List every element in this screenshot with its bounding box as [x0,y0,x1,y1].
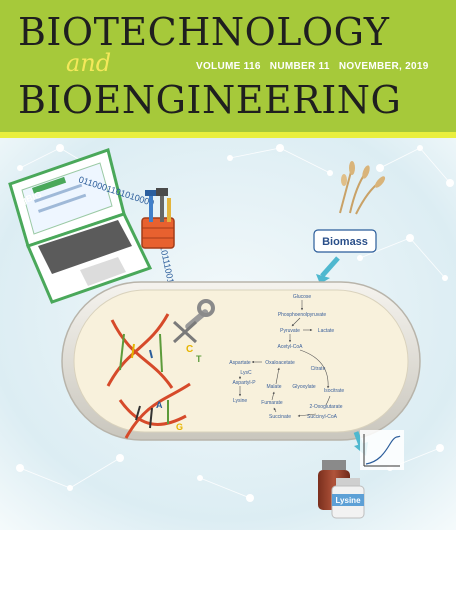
node-citrate: Citrate [311,366,326,372]
node-succinate: Succinate [269,414,291,420]
node-aspartyl-p: Aspartyl-P [232,380,256,386]
base-a: A [156,400,163,410]
dna-helix-bottom-icon [118,382,191,439]
pathway-arrows [238,300,331,417]
cover-footer [0,530,456,600]
issue-info: VOLUME 116 NUMBER 11 NOVEMBER, 2019 [196,60,435,74]
node-oxaloacetate: Oxaloacetate [265,360,295,366]
wrench-icon [185,299,215,330]
bottle-label: Lysine [335,496,361,505]
node-isocitrate: Isocitrate [324,388,345,394]
node-fumarate: Fumarate [261,400,283,406]
node-succinyl-coa: Succinyl-CoA [307,414,338,420]
arrow-in-icon [320,256,340,278]
biomass-label: Biomass [322,236,368,248]
growth-curve-icon [360,430,404,470]
node-pep: Phosphoenolpyruvate [278,312,327,318]
node-glyoxylate: Glyoxylate [292,384,316,390]
node-lysine: Lysine [233,398,247,404]
title-line-1: BIOTECHNOLOGY [18,10,390,54]
title-line-2: BIOENGINEERING [18,78,402,122]
date-label: NOVEMBER, 2019 [338,61,429,72]
node-pyruvate: Pyruvate [280,328,300,334]
pathway-diagram: Glucose Phosphoenolpyruvate Pyruvate Lac… [229,294,344,420]
title-and: and [66,49,112,77]
node-lysc: LysC [240,370,252,376]
node-malate: Malate [266,384,281,390]
node-glucose: Glucose [293,294,312,300]
volume-label: VOLUME 116 [196,61,261,72]
bottle-white-icon [331,478,365,519]
base-g: G [176,422,183,432]
node-oxoglutarate: 2-Oxoglutarate [309,404,342,410]
node-aspartate: Aspartate [229,360,251,366]
cell-capsule [61,281,421,441]
base-t: T [196,354,202,364]
biomass-icon [313,161,386,253]
number-label: NUMBER 11 [269,61,330,72]
base-c: C [186,344,193,355]
toolbox-icon [141,188,175,249]
node-acetyl-coa: Acetyl-CoA [277,344,303,350]
node-lactate: Lactate [318,328,335,334]
masthead: BIOTECHNOLOGY and VOLUME 116 NUMBER 11 N… [0,0,456,132]
laptop-icon [8,148,153,304]
masthead-rule [0,132,456,138]
dna-helix-top-icon [106,313,174,389]
scissors-icon [172,320,198,344]
cover-illustration: gBIG 0110001101010000 10111001110 Biomas… [0,138,456,530]
